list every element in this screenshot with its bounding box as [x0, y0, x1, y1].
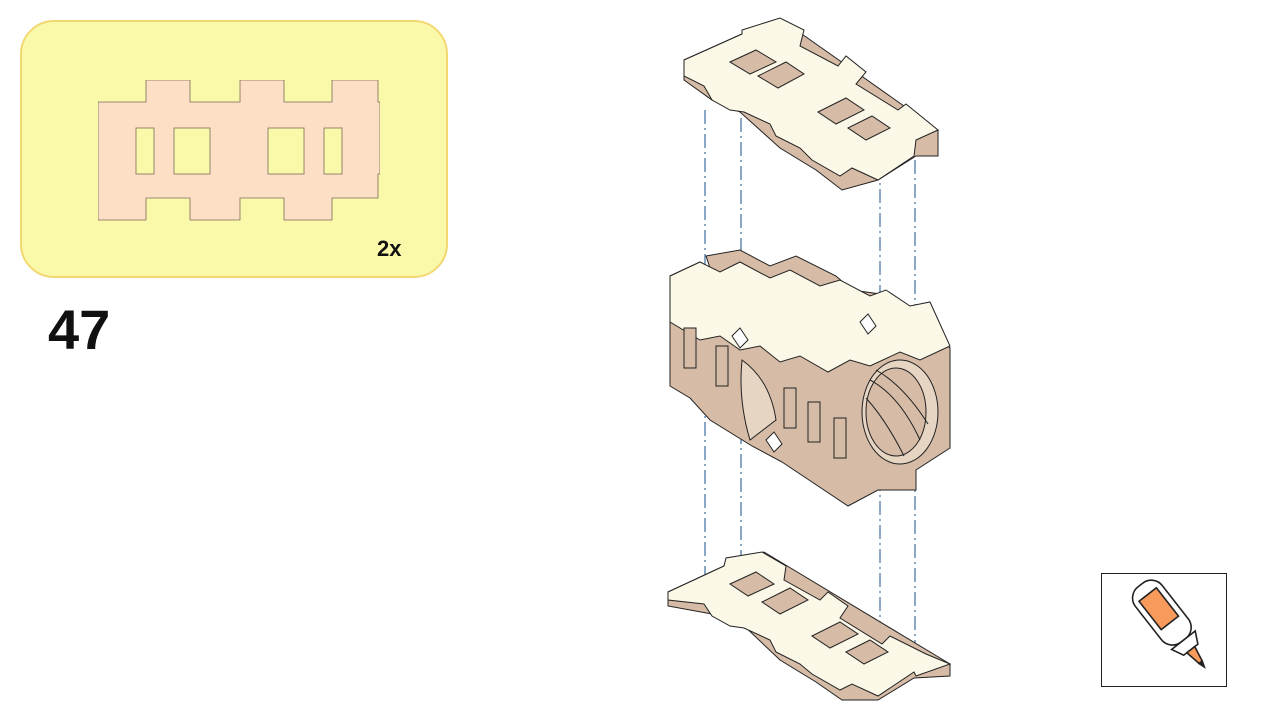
middle-frame-assembly	[669, 249, 951, 507]
parts-panel: 2x	[20, 20, 448, 278]
glue-bottle-icon	[1131, 579, 1206, 670]
top-plate	[683, 17, 939, 191]
part-quantity: 2x	[377, 236, 402, 261]
step-number: 47	[48, 298, 111, 361]
side-plate-part-icon	[98, 80, 380, 221]
glue-required-badge	[1101, 573, 1227, 687]
exploded-assembly-diagram	[667, 17, 952, 701]
bottom-plate	[667, 551, 952, 701]
